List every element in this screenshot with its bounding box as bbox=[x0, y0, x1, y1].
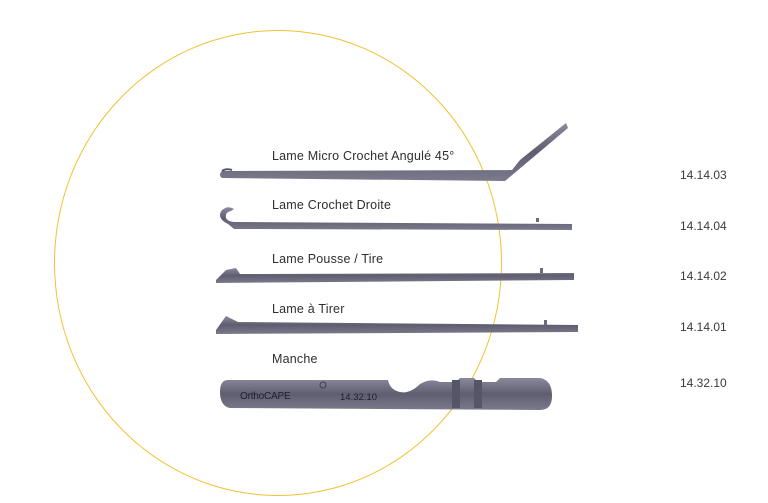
blade-micro-hook-angled bbox=[220, 123, 568, 181]
handle-ref-engraving: 14.32.10 bbox=[340, 392, 377, 403]
decorative-circle bbox=[54, 30, 502, 496]
item-label-straight-hook: Lame Crochet Droite bbox=[272, 198, 392, 212]
item-code-handle: 14.32.10 bbox=[680, 376, 727, 390]
blade-straight-hook bbox=[220, 207, 572, 230]
item-label-handle: Manche bbox=[272, 352, 318, 366]
item-label-pull: Lame à Tirer bbox=[272, 302, 345, 316]
item-code-straight-hook: 14.14.04 bbox=[680, 219, 727, 233]
blade-push-pull bbox=[216, 268, 574, 283]
item-code-pull: 14.14.01 bbox=[680, 320, 727, 334]
handle-brand-engraving: OrthoCAPE bbox=[240, 391, 291, 402]
item-label-micro-hook: Lame Micro Crochet Angulé 45° bbox=[272, 149, 455, 163]
handle bbox=[220, 378, 552, 410]
item-code-micro-hook: 14.14.03 bbox=[680, 168, 727, 182]
item-code-push-pull: 14.14.02 bbox=[680, 269, 727, 283]
blade-pull bbox=[216, 316, 578, 334]
item-label-push-pull: Lame Pousse / Tire bbox=[272, 252, 384, 266]
